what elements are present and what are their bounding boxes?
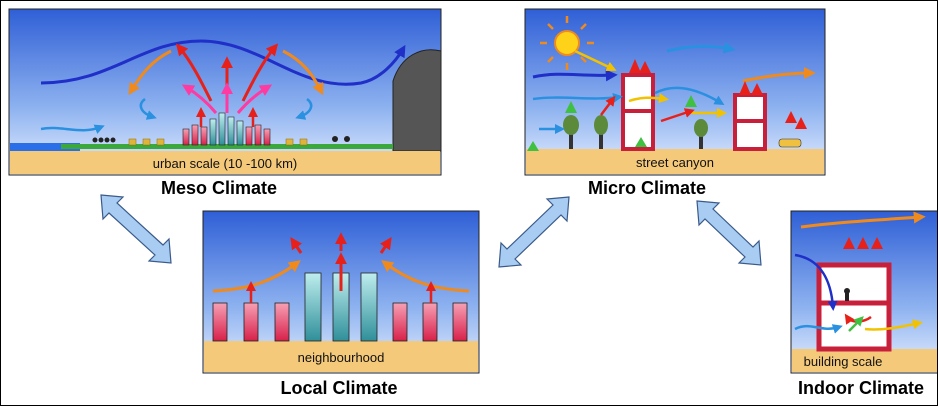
sea bbox=[10, 143, 80, 153]
micro-climate-title: Micro Climate bbox=[588, 178, 706, 198]
street-trees bbox=[563, 115, 708, 149]
sun-icon bbox=[540, 16, 594, 70]
mountain bbox=[392, 49, 442, 152]
local-strip-label: neighbourhood bbox=[298, 350, 385, 365]
local-heat-arrows bbox=[212, 232, 470, 303]
urban-heat-arrows bbox=[128, 43, 324, 127]
indoor-strip-label: building scale bbox=[804, 354, 883, 369]
meso-strip-label: urban scale (10 -100 km) bbox=[153, 156, 298, 171]
indoor-panel: building scale Indoor Climate bbox=[790, 210, 937, 398]
meso-ground-strip bbox=[10, 151, 440, 174]
indoor-building bbox=[816, 262, 892, 352]
micro-ground-strip bbox=[526, 149, 824, 174]
local-micro-double-arrow bbox=[498, 196, 570, 268]
indoor-ground-strip bbox=[792, 349, 937, 372]
car-icon bbox=[778, 138, 802, 148]
local-climate-title: Local Climate bbox=[280, 378, 397, 398]
neighbourhood-buildings bbox=[212, 272, 468, 342]
micro-strip-label: street canyon bbox=[636, 155, 714, 170]
meso-panel: urban scale (10 -100 km) bbox=[8, 8, 442, 198]
micro-indoor-double-arrow bbox=[696, 200, 762, 266]
connector-arrows bbox=[100, 194, 762, 268]
indoor-climate-title: Indoor Climate bbox=[798, 378, 924, 398]
meso-local-double-arrow bbox=[100, 194, 172, 264]
city-buildings bbox=[182, 112, 271, 146]
canyon-buildings bbox=[621, 73, 767, 151]
local-ground-strip bbox=[204, 341, 478, 372]
local-panel: neighbourhood Local Climate bbox=[202, 210, 480, 398]
micro-panel: street canyon bbox=[524, 8, 826, 198]
meso-climate-title: Meso Climate bbox=[161, 178, 277, 198]
regional-wind-arrow bbox=[40, 39, 406, 86]
